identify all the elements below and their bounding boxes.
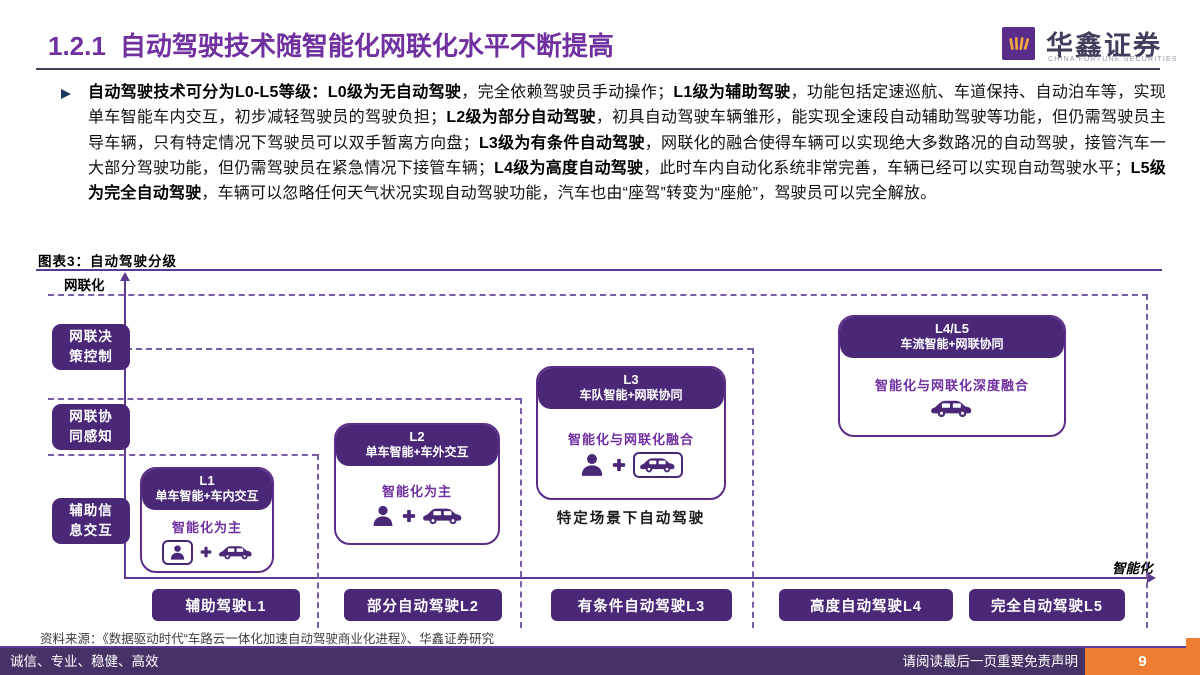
page-number-notch [1186,638,1200,648]
body-text-segment: ，完全依赖驾驶员手动操作； [461,84,674,101]
level-card-header: L4/L5 车流智能+网联协同 [840,317,1064,359]
logo-square [1002,27,1035,60]
level-card-header: L3 车队智能+网联协同 [538,368,724,410]
axis-category-l5: 完全自动驾驶L5 [969,589,1125,621]
plus-icon [200,546,212,558]
footer-motto: 诚信、专业、稳健、高效 [10,654,159,669]
body-text-segment: L1级为辅助驾驶 [673,84,791,101]
person-icon [371,504,395,528]
person-framed-icon [161,539,193,565]
page-number: 9 [1085,648,1200,675]
level-title: L2 [409,429,425,444]
car-icon [218,544,253,561]
bottom-rule [0,646,1200,648]
arrow-bullet-icon [61,89,71,99]
capability-label-cooperative-sensing: 网联协 同感知 [52,404,130,450]
level-card-l3: L3 车队智能+网联协同 智能化与网联化融合 [536,366,726,500]
level-icon-row [931,398,973,419]
level-subtitle: 单车智能+车内交互 [155,489,259,504]
dashed-line-l1-top [48,454,318,456]
dashed-line-l2-top [48,398,521,400]
x-axis-arrow-icon [1147,573,1156,583]
level-card-l1: L1 单车智能+车内交互 智能化为主 [140,467,274,573]
capability-label-line: 息交互 [69,523,113,538]
axis-category-l4: 高度自动驾驶L4 [779,589,953,621]
level-card-body: 智能化为主 [142,510,272,571]
capability-label-assisted-info: 辅助信 息交互 [52,498,130,544]
body-text-segment: ，车辆可以忽略任何天气状况实现自动驾驶功能，汽车也由“座驾”转变为“座舱”，驾驶… [201,185,937,203]
body-text-segment: ，此时车内自动化系统非常完善，车辆已经可以实现自动驾驶水平； [643,159,1131,177]
dashed-divider-l3-l4 [752,348,754,628]
body-text-segment: L5级为完全自动驾驶 [88,159,1166,203]
person-icon [579,452,605,478]
capability-label-line: 辅助信 [69,503,113,519]
level-body-label: 智能化与网联化深度融合 [874,377,1029,393]
x-axis-line [124,577,1148,579]
page-title-text: 自动驾驶技术随智能化网联化水平不断提高 [119,31,614,61]
body-paragraph: 自动驾驶技术可分为L0-L5等级：L0级为无自动驾驶，完全依赖驾驶员手动操作；L… [88,80,1166,206]
footer-bar [0,648,1200,675]
capability-label-line: 同感知 [69,429,113,444]
body-text-segment: 自动驾驶技术可分为L0-L5等级：L0级为无自动驾驶 [88,84,462,101]
level-subtitle: 车流智能+网联协同 [900,337,1004,352]
level-subtitle: 车队智能+网联协同 [579,388,683,403]
level-card-header: L1 单车智能+车内交互 [142,469,272,511]
capability-label-decision-control: 网联决 策控制 [52,324,130,370]
level-title: L1 [199,473,215,488]
figure-top-rule [36,269,1162,271]
level-title: L4/L5 [935,321,969,336]
level-card-header: L2 单车智能+车外交互 [336,425,498,467]
dashed-divider-right [1146,294,1148,628]
body-text-segment: ，网联化的融合使得车辆可以实现绝大多数路况的自动驾驶，接管汽车一大部分驾驶功能，… [88,134,1166,177]
axis-category-l3: 有条件自动驾驶L3 [551,589,732,621]
plus-icon [612,458,626,472]
car-icon [931,398,973,419]
plus-icon [402,509,416,523]
axis-category-l1: 辅助驾驶L1 [152,589,300,621]
page-title: 1.2.1 自动驾驶技术随智能化网联化水平不断提高 [48,26,614,63]
dashed-line-l3-top [126,348,753,350]
level-card-body: 智能化为主 [336,466,498,543]
level-icon-row [371,504,463,528]
car-framed-icon [633,452,683,479]
body-text-segment: L3级为有条件自动驾驶 [478,134,645,152]
section-number: 1.2.1 [48,31,106,61]
dashed-line-top [48,294,1148,296]
level-card-body: 智能化与网联化深度融合 [840,358,1064,435]
level-subtitle: 单车智能+车外交互 [365,445,469,460]
body-text-segment: L2级为部分自动驾驶 [446,109,596,127]
level-icon-row [579,452,683,479]
logo-mark-icon [1007,32,1031,56]
level-icon-row [161,539,253,565]
logo-subtitle: CHINA FORTUNE SECURITIES [1048,56,1178,63]
y-axis-arrow-icon [120,272,130,281]
level-card-l2: L2 单车智能+车外交互 智能化为主 [334,423,500,545]
x-axis-label: 智能化 [1112,561,1153,576]
capability-label-line: 网联决 [69,329,113,345]
level-card-l4l5: L4/L5 车流智能+网联协同 智能化与网联化深度融合 [838,315,1066,437]
source-note: 资料来源：《数据驱动时代“车路云一体化加速自动驾驶商业化进程》、华鑫证券研究 [40,632,495,646]
axis-category-l2: 部分自动驾驶L2 [344,589,502,621]
figure-label: 图表3：自动驾驶分级 [38,254,178,269]
capability-label-line: 网联协 [69,409,113,425]
level-body-label: 智能化为主 [171,519,242,535]
dashed-divider-l2-l3 [520,398,522,628]
level-card-body: 智能化与网联化融合 [538,409,724,498]
level-body-label: 智能化为主 [381,484,452,500]
level-caption: 特定场景下自动驾驶 [556,511,706,527]
logo-name: 华鑫证券 [1046,31,1162,61]
body-text-segment: L4级为高度自动驾驶 [494,159,644,177]
level-body-label: 智能化与网联化融合 [567,432,694,448]
dashed-divider-l1-l2 [317,454,319,628]
body-text-segment: ，功能包括定速巡航、车道保持、自动泊车等，实现单车智能车内交互，初步减轻驾驶员的… [88,84,1166,127]
car-icon [423,506,463,526]
y-axis-label: 网联化 [64,278,105,293]
footer-disclaimer: 请阅读最后一页重要免责声明 [902,654,1079,669]
title-underline [36,68,1160,70]
level-title: L3 [623,372,639,387]
body-text-segment: ，初具自动驾驶车辆雏形，能实现全速段自动辅助驾驶等功能，但仍需驾驶员主导车辆，只… [88,109,1166,152]
capability-label-line: 策控制 [69,349,113,364]
